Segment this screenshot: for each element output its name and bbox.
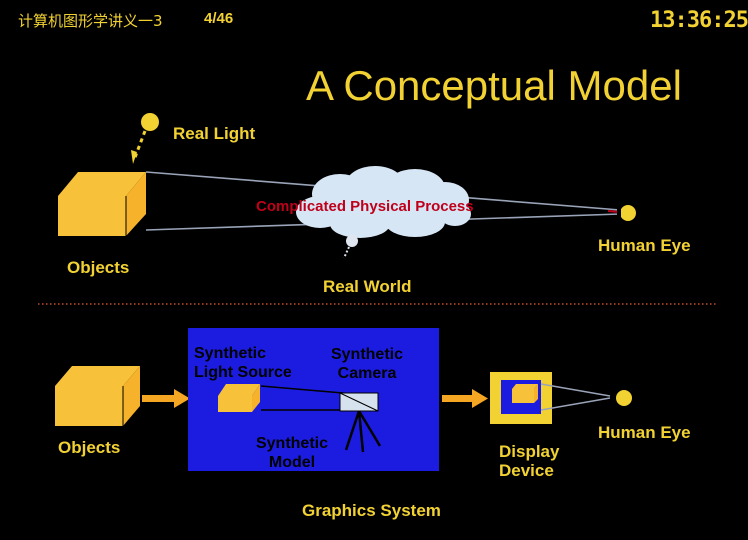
light-source-line-2: Light Source <box>194 364 292 381</box>
arrow-to-display <box>442 389 488 408</box>
eye-icon <box>617 205 636 221</box>
objects-label-2: Objects <box>58 438 121 457</box>
synthetic-light-source-house <box>218 384 260 412</box>
display-device-icon <box>490 372 552 424</box>
page-title: A Conceptual Model <box>306 62 682 109</box>
synthetic-model-label: Synthetic Model <box>246 434 338 472</box>
course-title: 计算机图形学讲义一3 <box>18 12 163 30</box>
display-rays <box>540 383 611 411</box>
human-eye-label: Human Eye <box>598 236 691 255</box>
display-line-2: Device <box>499 461 554 480</box>
camera-line-1: Synthetic <box>330 346 403 363</box>
process-label: Complicated Physical Process <box>256 198 474 215</box>
light-bulb-icon <box>131 113 159 164</box>
display-line-1: Display <box>499 442 560 461</box>
model-line-2: Model <box>268 454 316 471</box>
real-object-house <box>58 172 146 236</box>
arrow-to-system <box>142 389 190 408</box>
diagram-canvas <box>38 113 716 471</box>
real-light-label: Real Light <box>173 124 256 143</box>
synthetic-object-house <box>55 366 140 426</box>
light-source-line-1: Synthetic <box>194 345 267 362</box>
objects-label: Objects <box>67 258 130 277</box>
clock: 13:36:25 <box>650 8 748 33</box>
graphics-system-label: Graphics System <box>302 501 441 520</box>
eye-icon-2 <box>612 390 632 406</box>
synthetic-light-source-label: Synthetic Light Source <box>194 344 292 382</box>
camera-icon <box>339 392 382 453</box>
display-device-label: Display Device <box>499 442 559 480</box>
small-bulb-icon <box>343 235 358 259</box>
page-number: 4/46 <box>204 10 234 27</box>
model-line-1: Synthetic <box>255 435 328 452</box>
human-eye-label-2: Human Eye <box>598 423 691 442</box>
cloud-shape <box>296 166 471 238</box>
synthetic-camera-label: Synthetic Camera <box>322 345 412 383</box>
camera-line-2: Camera <box>337 365 397 382</box>
real-world-label: Real World <box>323 277 412 296</box>
